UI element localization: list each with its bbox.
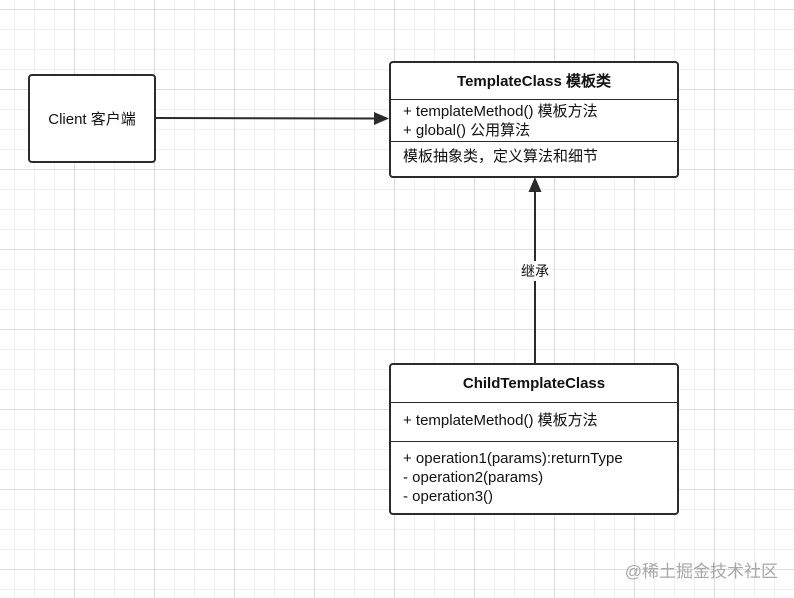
template-method-member: + templateMethod() 模板方法 — [403, 103, 598, 120]
inheritance-arrowhead — [528, 177, 542, 192]
watermark: @稀土掘金技术社区 — [624, 562, 778, 581]
client-box[interactable]: Client 客户端 — [28, 74, 156, 163]
association-line — [155, 117, 377, 120]
child-class-operations: + operation1(params):returnType - operat… — [391, 442, 677, 506]
operation3-member: - operation3() — [403, 488, 494, 505]
association-arrow — [155, 112, 389, 125]
inheritance-label: 继承 — [518, 261, 552, 281]
association-arrowhead — [374, 112, 389, 125]
child-class-title: ChildTemplateClass — [391, 365, 677, 403]
global-method-member: + global() 公用算法 — [403, 122, 531, 139]
template-class-title: TemplateClass 模板类 — [391, 63, 677, 100]
template-class-box[interactable]: TemplateClass 模板类 + templateMethod() 模板方… — [389, 61, 679, 178]
child-template-method-member: + templateMethod() 模板方法 — [403, 412, 598, 429]
template-class-note-text: 模板抽象类，定义算法和细节 — [403, 148, 599, 165]
template-class-methods: + templateMethod() 模板方法 + global() 公用算法 — [391, 100, 677, 142]
client-label: Client 客户端 — [48, 111, 136, 128]
child-class-methods: + templateMethod() 模板方法 — [391, 403, 677, 442]
operation1-member: + operation1(params):returnType — [403, 450, 623, 467]
template-class-note: 模板抽象类，定义算法和细节 — [391, 142, 677, 166]
child-template-class-box[interactable]: ChildTemplateClass + templateMethod() 模板… — [389, 363, 679, 515]
operation2-member: - operation2(params) — [403, 469, 544, 486]
